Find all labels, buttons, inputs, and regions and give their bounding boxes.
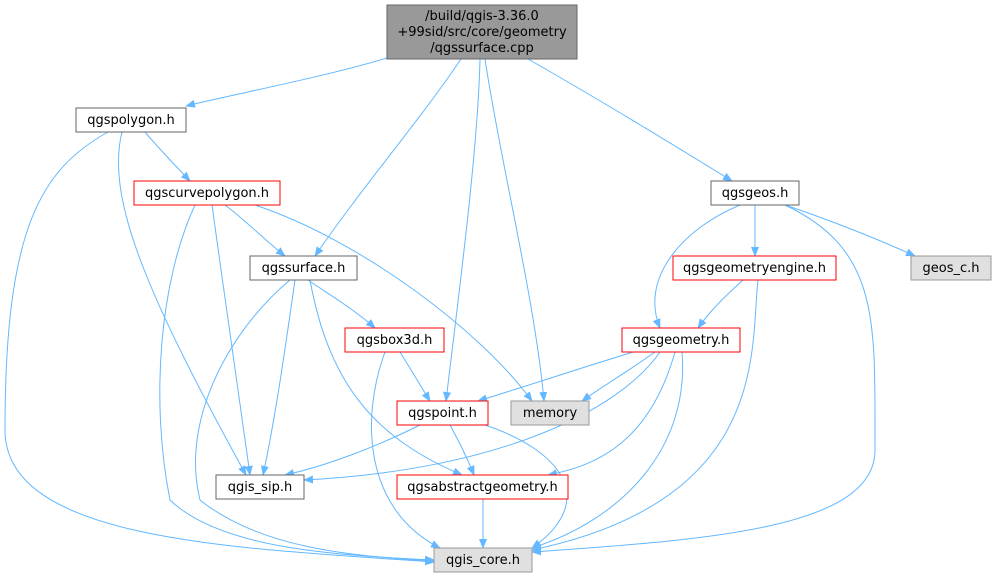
node-qgsabstractgeometry[interactable]: qgsabstractgeometry.h bbox=[396, 474, 569, 500]
node-qgscore[interactable]: qgis_core.h bbox=[433, 547, 533, 573]
node-label-qgsgeos: qgsgeos.h bbox=[722, 186, 789, 201]
node-box-qgsgeos bbox=[710, 180, 800, 206]
node-box-geosc bbox=[910, 255, 992, 281]
edge-qgsgeometryengine-to-qgsgeometry bbox=[697, 279, 744, 329]
node-label-qgssip: qgis_sip.h bbox=[228, 480, 292, 495]
node-label-qgsgeometryengine: qgsgeometryengine.h bbox=[683, 261, 826, 276]
edge-qgsgeometry-to-qgssip bbox=[303, 351, 661, 484]
node-root[interactable]: /build/qgis-3.36.0+99sid/src/core/geomet… bbox=[386, 4, 578, 60]
node-box-qgsabstractgeometry bbox=[396, 474, 569, 500]
node-label-qgspolygon: qgspolygon.h bbox=[87, 113, 175, 128]
node-label-memory: memory bbox=[523, 406, 578, 421]
edge-qgssurface-to-qgscore bbox=[195, 279, 435, 565]
edge-qgsgeometry-to-qgscore bbox=[531, 351, 684, 550]
node-label-root-line-0: /build/qgis-3.36.0 bbox=[425, 9, 539, 24]
edge-root-to-memory bbox=[484, 58, 548, 402]
node-label-qgscore: qgis_core.h bbox=[446, 553, 520, 568]
node-label-geosc: geos_c.h bbox=[923, 261, 980, 276]
node-qgsgeos[interactable]: qgsgeos.h bbox=[710, 180, 800, 206]
node-qgssip[interactable]: qgis_sip.h bbox=[215, 474, 305, 500]
edge-qgspoint-to-qgsabstractgeometry bbox=[449, 424, 475, 476]
edge-qgscurvepolygon-to-memory bbox=[254, 204, 533, 402]
nodes-layer: /build/qgis-3.36.0+99sid/src/core/geomet… bbox=[75, 4, 992, 573]
node-label-root-line-2: /qgssurface.cpp bbox=[430, 41, 534, 56]
edge-root-to-qgspoint bbox=[443, 58, 481, 402]
node-label-qgssurface: qgssurface.h bbox=[262, 261, 346, 276]
edge-qgsgeos-to-geosc bbox=[784, 204, 916, 257]
node-qgscurvepolygon[interactable]: qgscurvepolygon.h bbox=[133, 180, 281, 206]
node-box-root bbox=[386, 4, 578, 60]
node-box-memory bbox=[510, 400, 590, 426]
edge-qgspolygon-to-qgssip bbox=[117, 131, 247, 476]
node-box-qgssip bbox=[215, 474, 305, 500]
node-box-qgscurvepolygon bbox=[133, 180, 281, 206]
node-box-qgspolygon bbox=[75, 107, 187, 133]
node-qgsgeometryengine[interactable]: qgsgeometryengine.h bbox=[672, 255, 837, 281]
edge-qgsgeometryengine-to-qgscore bbox=[531, 279, 759, 553]
edge-qgsgeometry-to-qgspoint bbox=[477, 349, 641, 403]
edges-layer bbox=[4, 57, 916, 566]
node-geosc[interactable]: geos_c.h bbox=[910, 255, 992, 281]
edge-qgssurface-to-qgsabstractgeometry bbox=[309, 279, 463, 476]
node-qgssurface[interactable]: qgssurface.h bbox=[249, 255, 358, 281]
node-box-qgspoint bbox=[396, 400, 489, 426]
edge-qgsbox3d-to-qgspoint bbox=[399, 351, 431, 402]
edge-qgscurvepolygon-to-qgssip bbox=[211, 204, 253, 476]
edge-qgspoint-to-qgssip bbox=[284, 424, 421, 477]
node-label-qgsabstractgeometry: qgsabstractgeometry.h bbox=[407, 480, 557, 495]
edge-root-to-qgsgeos bbox=[527, 58, 733, 182]
node-box-qgsgeometry bbox=[621, 327, 741, 353]
edge-qgsgeometry-to-qgsabstractgeometry bbox=[547, 351, 676, 478]
node-label-qgsbox3d: qgsbox3d.h bbox=[357, 333, 433, 348]
node-label-qgsgeometry: qgsgeometry.h bbox=[633, 333, 730, 348]
node-qgspoint[interactable]: qgspoint.h bbox=[396, 400, 489, 426]
node-box-qgscore bbox=[433, 547, 533, 573]
node-label-qgscurvepolygon: qgscurvepolygon.h bbox=[145, 186, 269, 201]
node-qgsbox3d[interactable]: qgsbox3d.h bbox=[344, 327, 445, 353]
node-box-qgsbox3d bbox=[344, 327, 445, 353]
edge-qgspolygon-to-qgscurvepolygon bbox=[144, 131, 191, 182]
edge-qgsgeometry-to-memory bbox=[581, 351, 656, 402]
node-label-root-line-1: +99sid/src/core/geometry bbox=[397, 25, 567, 40]
edge-root-to-qgssurface bbox=[314, 58, 462, 257]
edge-qgsgeos-to-qgscore bbox=[531, 204, 876, 556]
edge-qgspolygon-to-qgscore bbox=[4, 131, 435, 566]
node-qgspolygon[interactable]: qgspolygon.h bbox=[75, 107, 187, 133]
node-label-qgspoint: qgspoint.h bbox=[408, 406, 477, 421]
edge-qgssurface-to-qgssip bbox=[261, 279, 296, 476]
edge-qgssurface-to-qgsbox3d bbox=[307, 279, 376, 329]
node-box-qgssurface bbox=[249, 255, 358, 281]
node-qgsgeometry[interactable]: qgsgeometry.h bbox=[621, 327, 741, 353]
node-memory[interactable]: memory bbox=[510, 400, 590, 426]
edge-qgscurvepolygon-to-qgscore bbox=[159, 204, 435, 564]
edge-root-to-qgspolygon bbox=[185, 57, 388, 108]
edge-qgsbox3d-to-qgscore bbox=[371, 351, 441, 549]
node-box-qgsgeometryengine bbox=[672, 255, 837, 281]
edge-qgscurvepolygon-to-qgssurface bbox=[224, 204, 286, 257]
edge-qgsgeos-to-qgsgeometry bbox=[652, 204, 741, 329]
